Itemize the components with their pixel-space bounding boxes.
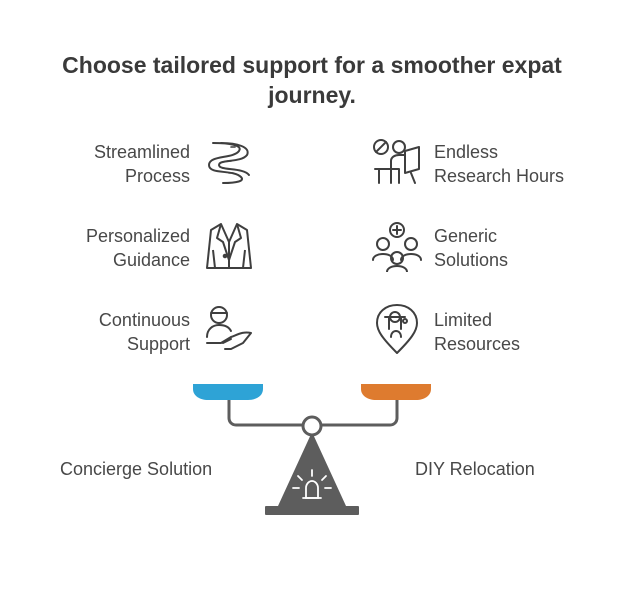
right-item-line-2: Solutions <box>434 250 509 270</box>
right-item-endless-research-hours: Endless Research Hours <box>434 140 564 188</box>
page-title: Choose tailored support for a smoother e… <box>40 50 584 110</box>
left-item-streamlined-process: Streamlined Process <box>94 140 190 188</box>
scale-base <box>278 432 346 506</box>
right-item-line-1: Generic <box>434 226 498 246</box>
left-pan <box>193 384 263 400</box>
left-item-line-1: Streamlined <box>93 142 190 162</box>
location-pin-person-icon <box>371 303 423 355</box>
left-item-personalized-guidance: Personalized Guidance <box>86 224 190 272</box>
right-item-line-2: Resources <box>434 334 521 354</box>
suit-jacket-icon <box>203 220 255 272</box>
left-item-line-1: Personalized <box>85 226 190 246</box>
right-item-limited-resources: Limited Resources <box>434 308 520 356</box>
right-pan <box>361 384 431 400</box>
winding-road-icon <box>203 137 255 189</box>
right-item-line-2: Research Hours <box>434 166 565 186</box>
concierge-solution-label: Concierge Solution <box>60 459 213 479</box>
left-item-line-1: Continuous <box>98 310 190 330</box>
right-item-line-1: Limited <box>434 310 493 330</box>
left-item-continuous-support: Continuous Support <box>99 308 190 356</box>
person-reading-icon <box>371 137 423 189</box>
scale-plinth <box>265 506 359 515</box>
title-line-2: journey. <box>268 82 356 108</box>
left-item-line-2: Support <box>126 334 190 354</box>
diy-relocation-label: DIY Relocation <box>415 459 535 479</box>
left-item-line-2: Process <box>124 166 190 186</box>
right-item-line-1: Endless <box>434 142 499 162</box>
title-line-1: Choose tailored support for a smoother e… <box>62 52 562 78</box>
left-item-line-2: Guidance <box>112 250 190 270</box>
right-item-generic-solutions: Generic Solutions <box>434 224 508 272</box>
alarm-icon <box>292 469 332 499</box>
people-group-icon <box>371 220 423 273</box>
helping-hand-person-icon <box>203 303 255 355</box>
scale-pivot <box>301 415 323 437</box>
